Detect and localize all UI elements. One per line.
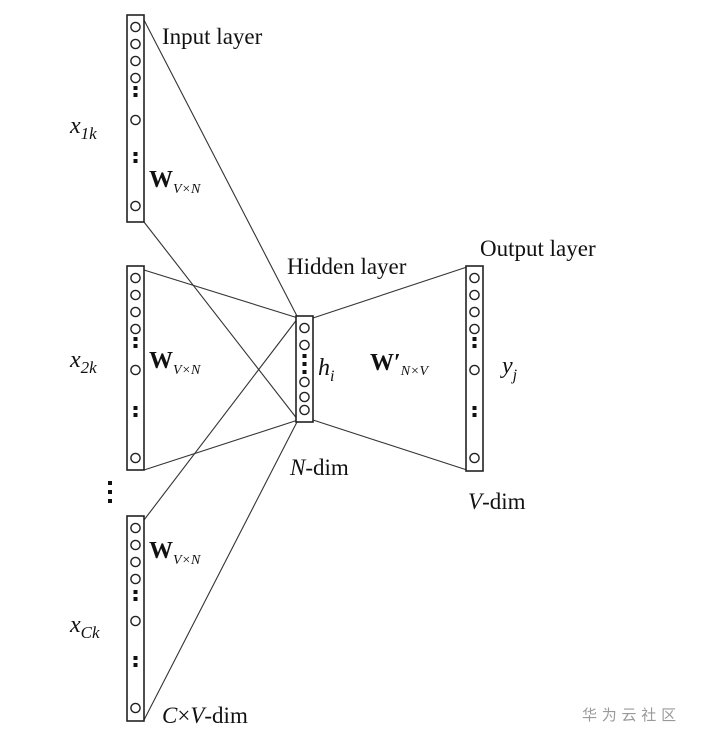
neuron <box>130 272 141 284</box>
neuron <box>130 615 141 627</box>
neuron <box>130 21 141 33</box>
neuron <box>469 452 480 464</box>
neuron <box>130 72 141 84</box>
ellipsis-dot <box>472 406 477 410</box>
neuron <box>130 539 141 551</box>
input-vector-1 <box>126 14 145 223</box>
neuron <box>469 306 480 318</box>
neuron <box>130 200 141 212</box>
output-weight-label: W′N×V <box>370 350 430 379</box>
connection-line <box>143 419 299 721</box>
output-vector <box>465 265 484 472</box>
neuron <box>469 289 480 301</box>
output-unit-label: yj <box>500 353 518 384</box>
ellipsis-dot <box>472 344 477 348</box>
ellipsis-dot <box>133 337 138 341</box>
neuron <box>130 573 141 585</box>
output-dim-label: V-dim <box>468 489 526 514</box>
output-layer-label: Output layer <box>480 236 596 261</box>
weight-label-1: WV×N <box>149 167 201 197</box>
hidden-layer-label: Hidden layer <box>287 254 407 279</box>
connection-line <box>312 266 468 319</box>
input-label-2: x2k <box>69 347 97 377</box>
weight-label-c: WV×N <box>149 538 201 568</box>
neuron <box>130 323 141 335</box>
ellipsis-dot <box>133 590 138 594</box>
connection-line <box>143 419 299 471</box>
neuron <box>299 391 310 403</box>
input-label-1: x1k <box>69 113 97 143</box>
neuron <box>130 38 141 50</box>
neuron <box>299 339 310 351</box>
input-vector-2 <box>126 265 145 471</box>
neuron <box>299 404 310 416</box>
neuron <box>130 114 141 126</box>
hidden-dim-label: N-dim <box>289 455 349 480</box>
neuron <box>469 272 480 284</box>
neuron <box>130 306 141 318</box>
connections <box>143 19 468 721</box>
neuron <box>130 702 141 714</box>
ellipsis-dot <box>472 413 477 417</box>
vertical-ellipsis <box>108 481 112 503</box>
connection-line <box>143 317 299 521</box>
ellipsis-dot <box>133 413 138 417</box>
neuron <box>130 289 141 301</box>
neuron <box>130 556 141 568</box>
connection-line <box>143 269 299 319</box>
ellipsis-dot <box>133 152 138 156</box>
ellipsis-dot <box>133 406 138 410</box>
ellipsis-dot <box>302 354 307 358</box>
ellipsis-dot <box>133 656 138 660</box>
connection-line <box>312 419 468 471</box>
input-dim-label: C×V-dim <box>162 703 248 728</box>
input-label-c: xCk <box>69 612 100 642</box>
neuron <box>130 452 141 464</box>
neuron <box>299 322 310 334</box>
neuron <box>130 55 141 67</box>
ellipsis-dot <box>133 597 138 601</box>
neuron <box>130 522 141 534</box>
hidden-vector <box>295 315 314 423</box>
weight-label-2: WV×N <box>149 348 201 378</box>
ellipsis-dot <box>133 663 138 667</box>
ellipsis-dot <box>133 159 138 163</box>
watermark: 华 为 云 社 区 <box>582 706 676 724</box>
neuron <box>130 364 141 376</box>
ellipsis-dot <box>302 370 307 374</box>
neuron <box>469 323 480 335</box>
connection-line <box>143 221 299 421</box>
neuron <box>299 376 310 388</box>
ellipsis-dot <box>133 86 138 90</box>
input-vector-c <box>126 515 145 722</box>
ellipsis-dot <box>133 93 138 97</box>
neuron <box>469 364 480 376</box>
hidden-unit-label: hi <box>318 355 334 385</box>
ellipsis-dot <box>133 344 138 348</box>
connection-line <box>143 19 299 319</box>
input-layer-label: Input layer <box>162 24 263 49</box>
ellipsis-dot <box>472 337 477 341</box>
ellipsis-dot <box>302 362 307 366</box>
